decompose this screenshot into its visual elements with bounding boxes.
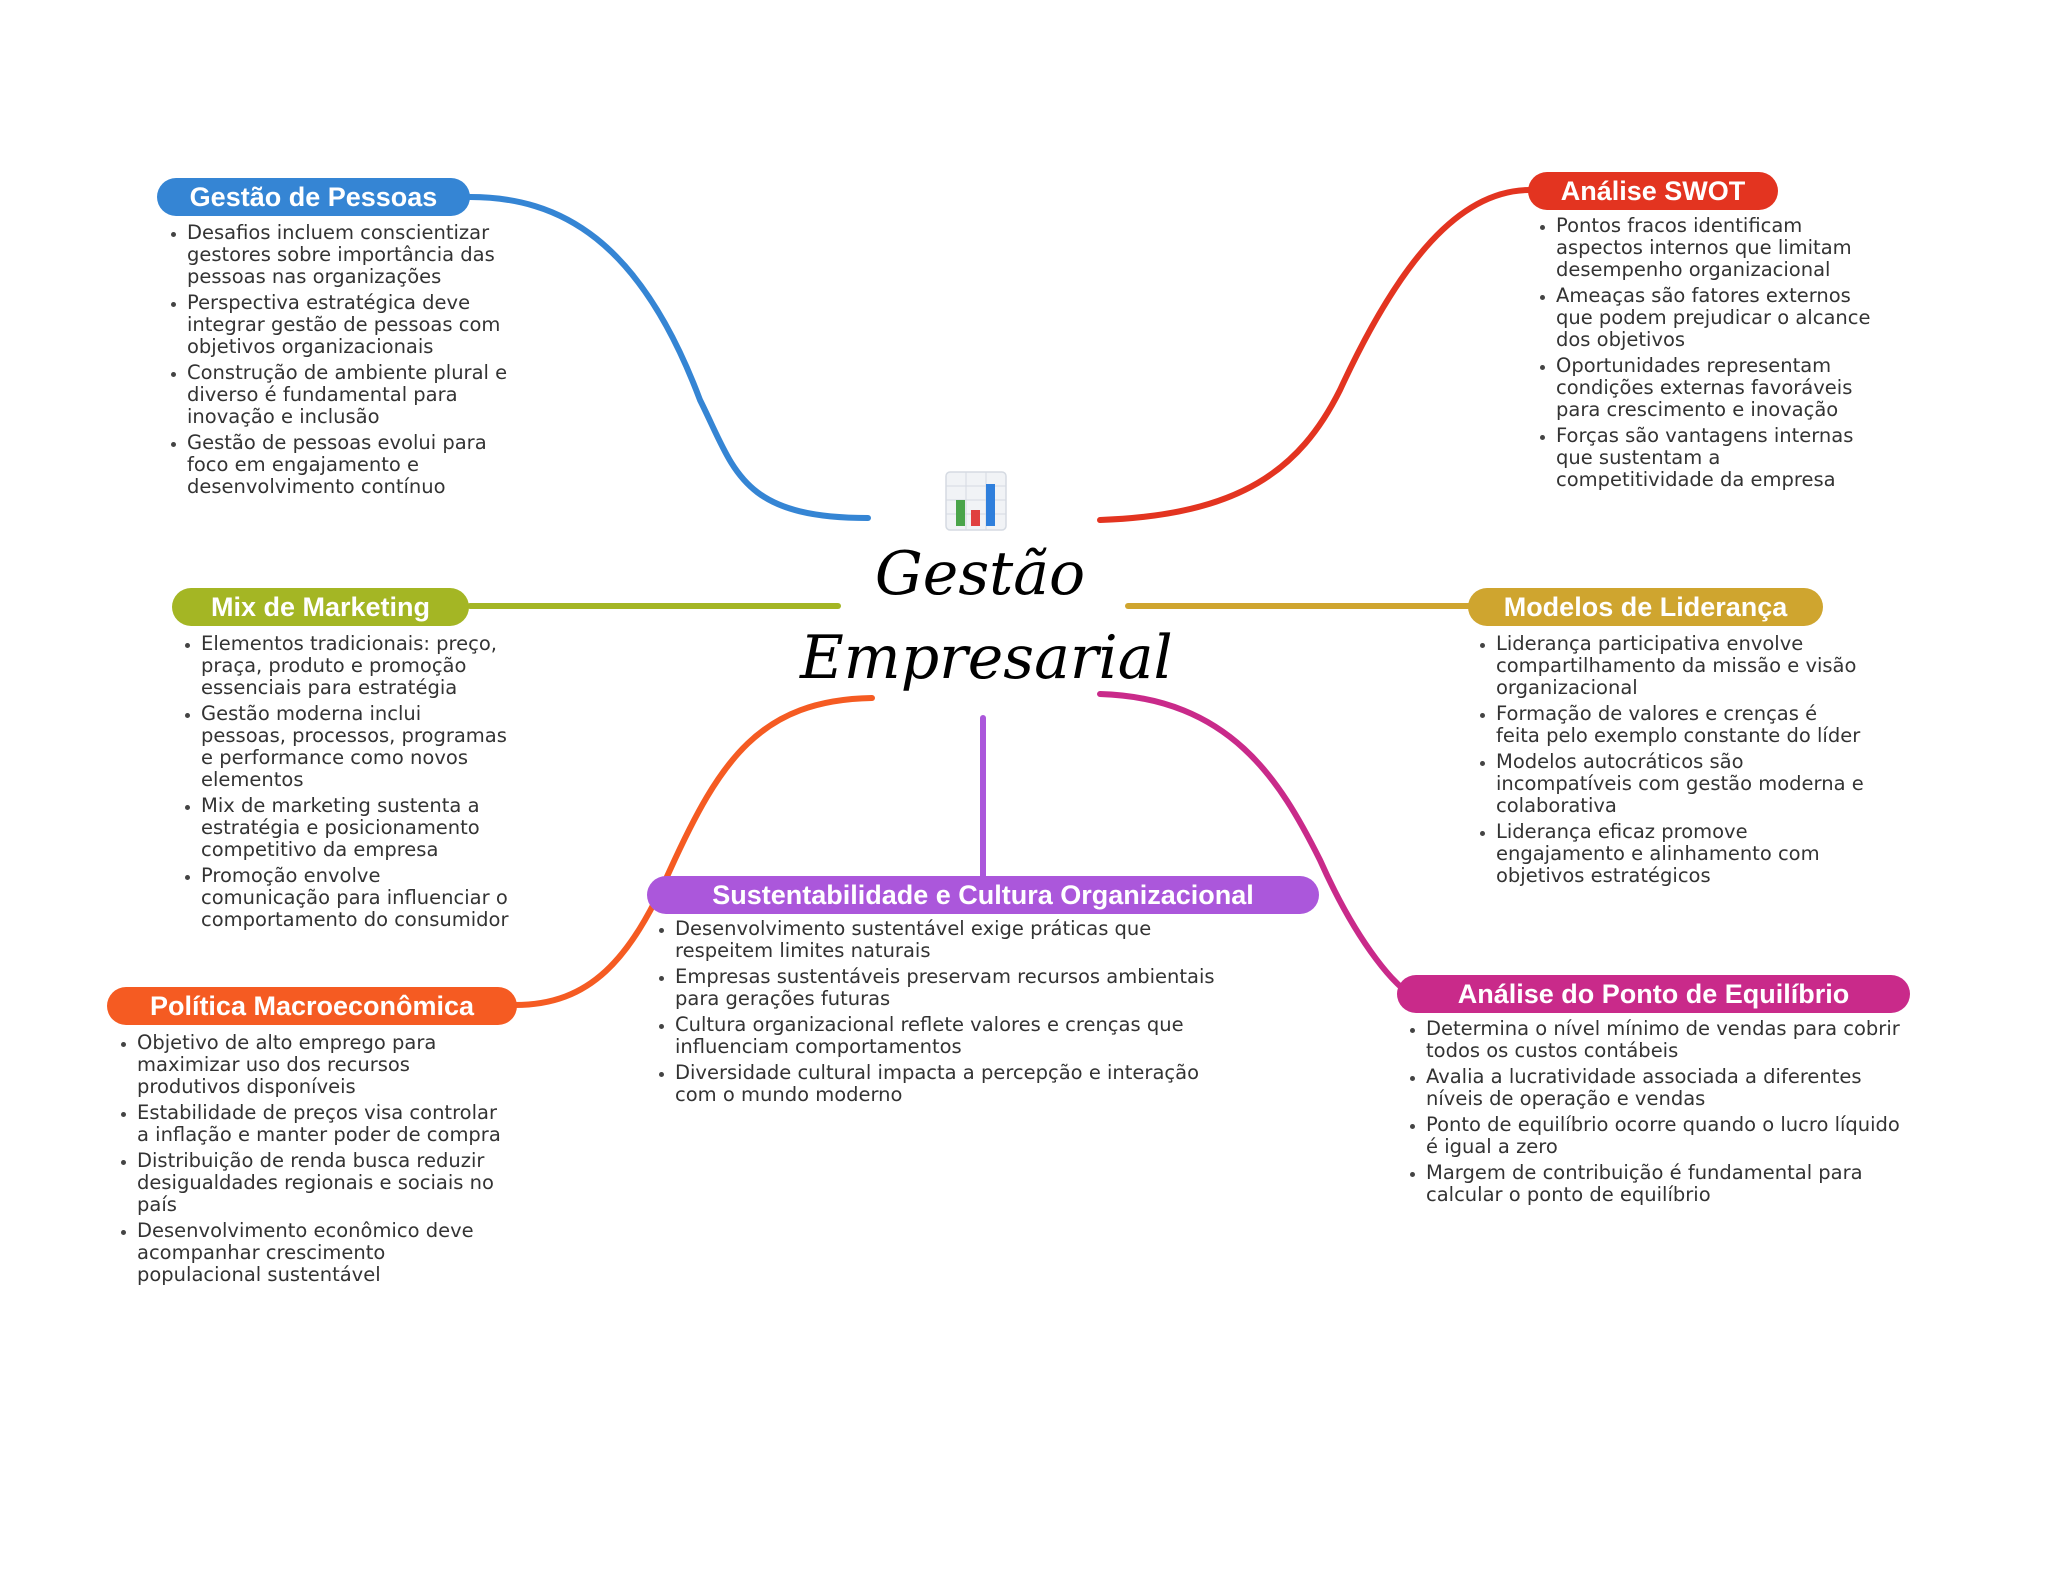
note-item: Perspectiva estratégica deve integrar ge… — [187, 292, 517, 358]
branch-topic-analise-swot[interactable]: Análise SWOT — [1528, 172, 1778, 210]
note-item: Empresas sustentáveis preservam recursos… — [675, 966, 1235, 1010]
central-topic[interactable]: Gestão Empresarial — [800, 470, 1173, 700]
branch-notes-gestao-pessoas: Desafios incluem conscientizar gestores … — [163, 222, 517, 502]
branch-notes-analise-swot: Pontos fracos identificam aspectos inter… — [1532, 215, 1876, 495]
note-item: Oportunidades representam condições exte… — [1556, 355, 1876, 421]
note-item: Mix de marketing sustenta a estratégia e… — [201, 795, 511, 861]
note-item: Diversidade cultural impacta a percepção… — [675, 1062, 1235, 1106]
note-item: Objetivo de alto emprego para maximizar … — [137, 1032, 507, 1098]
note-item: Determina o nível mínimo de vendas para … — [1426, 1018, 1906, 1062]
branch-notes-mix-marketing: Elementos tradicionais: preço, praça, pr… — [177, 633, 511, 935]
branch-notes-ponto-equilibrio: Determina o nível mínimo de vendas para … — [1402, 1018, 1906, 1210]
note-item: Desenvolvimento sustentável exige prátic… — [675, 918, 1235, 962]
note-item: Gestão de pessoas evolui para foco em en… — [187, 432, 517, 498]
note-item: Desenvolvimento econômico deve acompanha… — [137, 1220, 507, 1286]
note-item: Liderança eficaz promove engajamento e a… — [1496, 821, 1866, 887]
note-item: Promoção envolve comunicação para influe… — [201, 865, 511, 931]
connector-analise-swot — [1097, 187, 1533, 523]
branch-notes-modelos-lideranca: Liderança participativa envolve comparti… — [1472, 633, 1866, 891]
note-item: Gestão moderna inclui pessoas, processos… — [201, 703, 511, 791]
connector-politica-macro — [512, 695, 875, 1008]
bar-chart-icon — [945, 471, 1007, 531]
note-item: Margem de contribuição é fundamental par… — [1426, 1162, 1906, 1206]
note-item: Distribuição de renda busca reduzir desi… — [137, 1150, 507, 1216]
note-item: Avalia a lucratividade associada a difer… — [1426, 1066, 1906, 1110]
note-item: Pontos fracos identificam aspectos inter… — [1556, 215, 1876, 281]
branch-topic-ponto-equilibrio[interactable]: Análise do Ponto de Equilíbrio — [1397, 975, 1910, 1013]
connector-ponto-equilibrio — [1097, 691, 1413, 996]
connector-gestao-pessoas — [467, 194, 871, 521]
branch-topic-politica-macro[interactable]: Política Macroeconômica — [107, 987, 517, 1025]
branch-topic-gestao-pessoas[interactable]: Gestão de Pessoas — [157, 178, 470, 216]
note-item: Ameaças são fatores externos que podem p… — [1556, 285, 1876, 351]
note-item: Construção de ambiente plural e diverso … — [187, 362, 517, 428]
note-item: Formação de valores e crenças é feita pe… — [1496, 703, 1866, 747]
note-item: Forças são vantagens internas que susten… — [1556, 425, 1876, 491]
note-item: Liderança participativa envolve comparti… — [1496, 633, 1866, 699]
note-item: Elementos tradicionais: preço, praça, pr… — [201, 633, 511, 699]
note-item: Modelos autocráticos são incompatíveis c… — [1496, 751, 1866, 817]
note-item: Cultura organizacional reflete valores e… — [675, 1014, 1235, 1058]
note-item: Estabilidade de preços visa controlar a … — [137, 1102, 507, 1146]
branch-notes-politica-macro: Objetivo de alto emprego para maximizar … — [113, 1032, 507, 1290]
branch-notes-sustentabilidade: Desenvolvimento sustentável exige prátic… — [651, 918, 1235, 1110]
branch-topic-sustentabilidade[interactable]: Sustentabilidade e Cultura Organizaciona… — [647, 876, 1319, 914]
branch-topic-mix-marketing[interactable]: Mix de Marketing — [172, 588, 469, 626]
central-topic-title: Gestão Empresarial — [800, 539, 1173, 693]
note-item: Ponto de equilíbrio ocorre quando o lucr… — [1426, 1114, 1906, 1158]
note-item: Desafios incluem conscientizar gestores … — [187, 222, 517, 288]
branch-topic-modelos-lideranca[interactable]: Modelos de Liderança — [1468, 588, 1823, 626]
